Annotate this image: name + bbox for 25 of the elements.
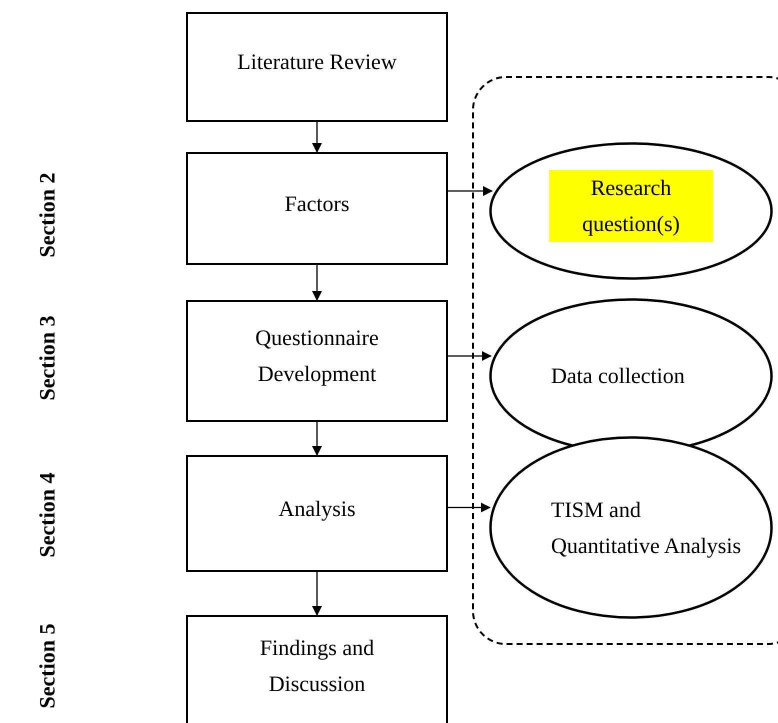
arrow — [312, 572, 322, 616]
process-box — [186, 300, 448, 422]
arrow — [448, 186, 493, 196]
process-box — [186, 615, 448, 723]
arrow — [312, 122, 322, 153]
arrow — [312, 422, 322, 456]
section-label: Section 2 — [34, 172, 60, 258]
process-box — [186, 152, 448, 265]
node-label: Analysis — [278, 494, 356, 523]
node-label: Questionnaire Development — [254, 324, 380, 388]
arrow — [448, 502, 491, 512]
process-box — [186, 12, 448, 122]
section-label: Section 3 — [34, 316, 60, 400]
arrow — [312, 265, 322, 301]
node-label: Literature Review — [237, 48, 397, 76]
process-box — [186, 455, 448, 572]
node-label: Findings and Discussion — [258, 634, 376, 698]
node-label: TISM and Quantitative Analysis — [551, 496, 742, 560]
node-label: Data collection — [551, 362, 685, 390]
dashed-group-frame — [472, 76, 778, 645]
node-label: Factors — [284, 190, 350, 218]
section-label: Section 5 — [34, 624, 60, 708]
node-label: Research question(s) — [549, 170, 713, 242]
arrow — [448, 351, 492, 361]
section-label: Section 4 — [34, 472, 60, 558]
